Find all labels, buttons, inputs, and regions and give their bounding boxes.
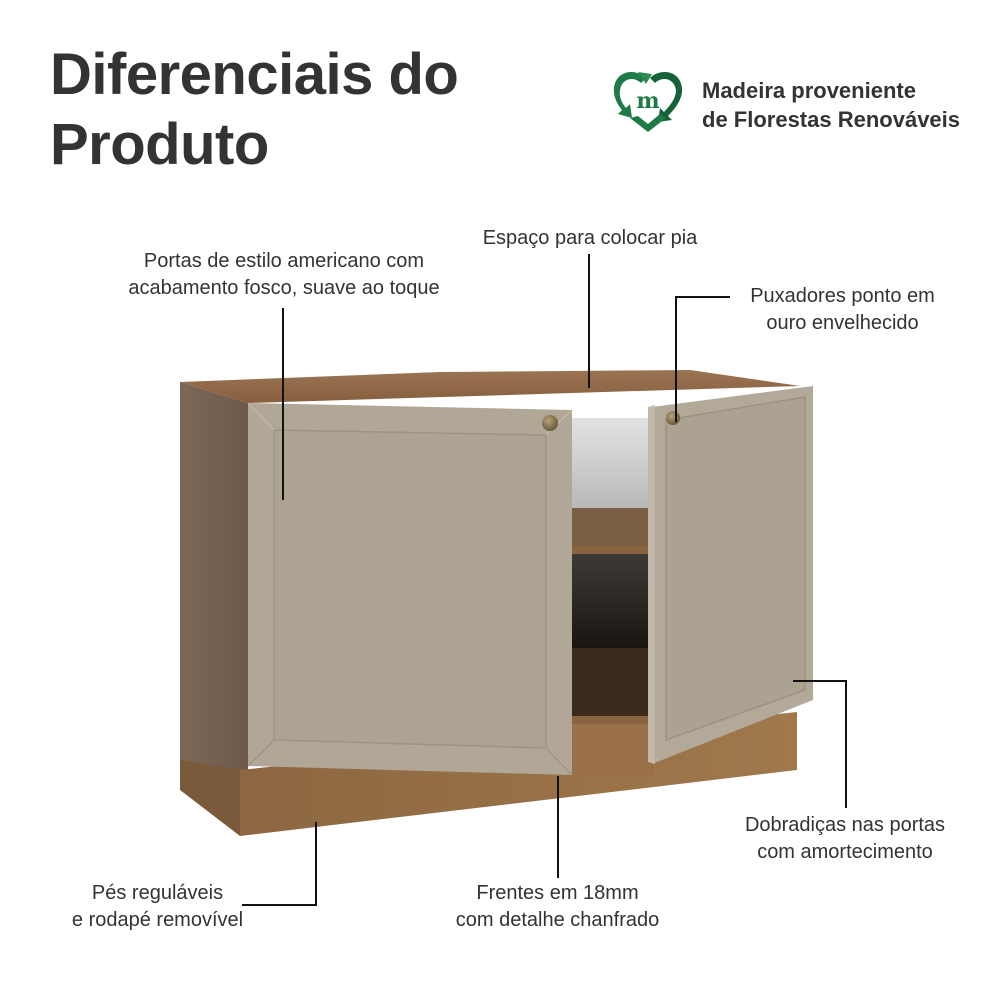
- callout-frentes-line2: com detalhe chanfrado: [455, 909, 660, 931]
- callout-pia-line1: Espaço para colocar pia: [482, 227, 698, 249]
- callout-portas: Portas de estilo americano com acabament…: [104, 248, 464, 302]
- cabinet-side-panel: [180, 382, 248, 836]
- right-door-knob: [666, 411, 680, 425]
- callout-dobradicas-line2: com amortecimento: [757, 841, 933, 863]
- cabinet-interior: [572, 418, 654, 510]
- callout-pes-line1: Pés reguláveis: [91, 882, 224, 904]
- svg-text:m: m: [636, 88, 659, 114]
- callout-puxadores: Puxadores ponto em ouro envelhecido: [730, 283, 955, 337]
- callout-line-puxadores-v: [675, 296, 677, 422]
- callout-line-portas: [282, 308, 284, 500]
- page-title-line2: Produto: [50, 112, 269, 177]
- callout-line-pes-h: [242, 904, 317, 906]
- badge-line2: de Florestas Renováveis: [702, 106, 961, 132]
- callout-line-dobradicas-v: [845, 680, 847, 808]
- cabinet-top-edge: [180, 370, 800, 403]
- callout-portas-line1: Portas de estilo americano com: [143, 250, 425, 272]
- callout-frentes: Frentes em 18mm com detalhe chanfrado: [430, 880, 685, 934]
- callout-line-pia: [588, 254, 590, 388]
- recycle-heart-m-icon: m: [608, 66, 688, 143]
- sustainability-badge: m Madeira proveniente de Florestas Renov…: [608, 66, 960, 143]
- callout-dobradicas-line1: Dobradiças nas portas: [744, 814, 946, 836]
- callout-pes: Pés reguláveis e rodapé removível: [55, 880, 260, 934]
- page-title: Diferenciais do Produto: [50, 40, 459, 180]
- badge-line1: Madeira proveniente: [702, 77, 916, 103]
- callout-line-frentes: [557, 776, 559, 878]
- callout-puxadores-line2: ouro envelhecido: [766, 312, 919, 334]
- callout-pes-line2: e rodapé removível: [71, 909, 244, 931]
- page-title-line1: Diferenciais do: [50, 42, 459, 107]
- callout-portas-line2: acabamento fosco, suave ao toque: [128, 277, 440, 299]
- callout-frentes-line1: Frentes em 18mm: [476, 882, 639, 904]
- callout-line-puxadores-h: [675, 296, 730, 298]
- callout-dobradicas: Dobradiças nas portas com amortecimento: [720, 812, 970, 866]
- callout-line-pes-v: [315, 822, 317, 906]
- callout-puxadores-line1: Puxadores ponto em: [750, 285, 935, 307]
- callout-line-dobradicas-h: [793, 680, 847, 682]
- left-door-knob: [542, 415, 558, 431]
- badge-text: Madeira proveniente de Florestas Renováv…: [702, 76, 960, 134]
- callout-pia: Espaço para colocar pia: [460, 225, 720, 252]
